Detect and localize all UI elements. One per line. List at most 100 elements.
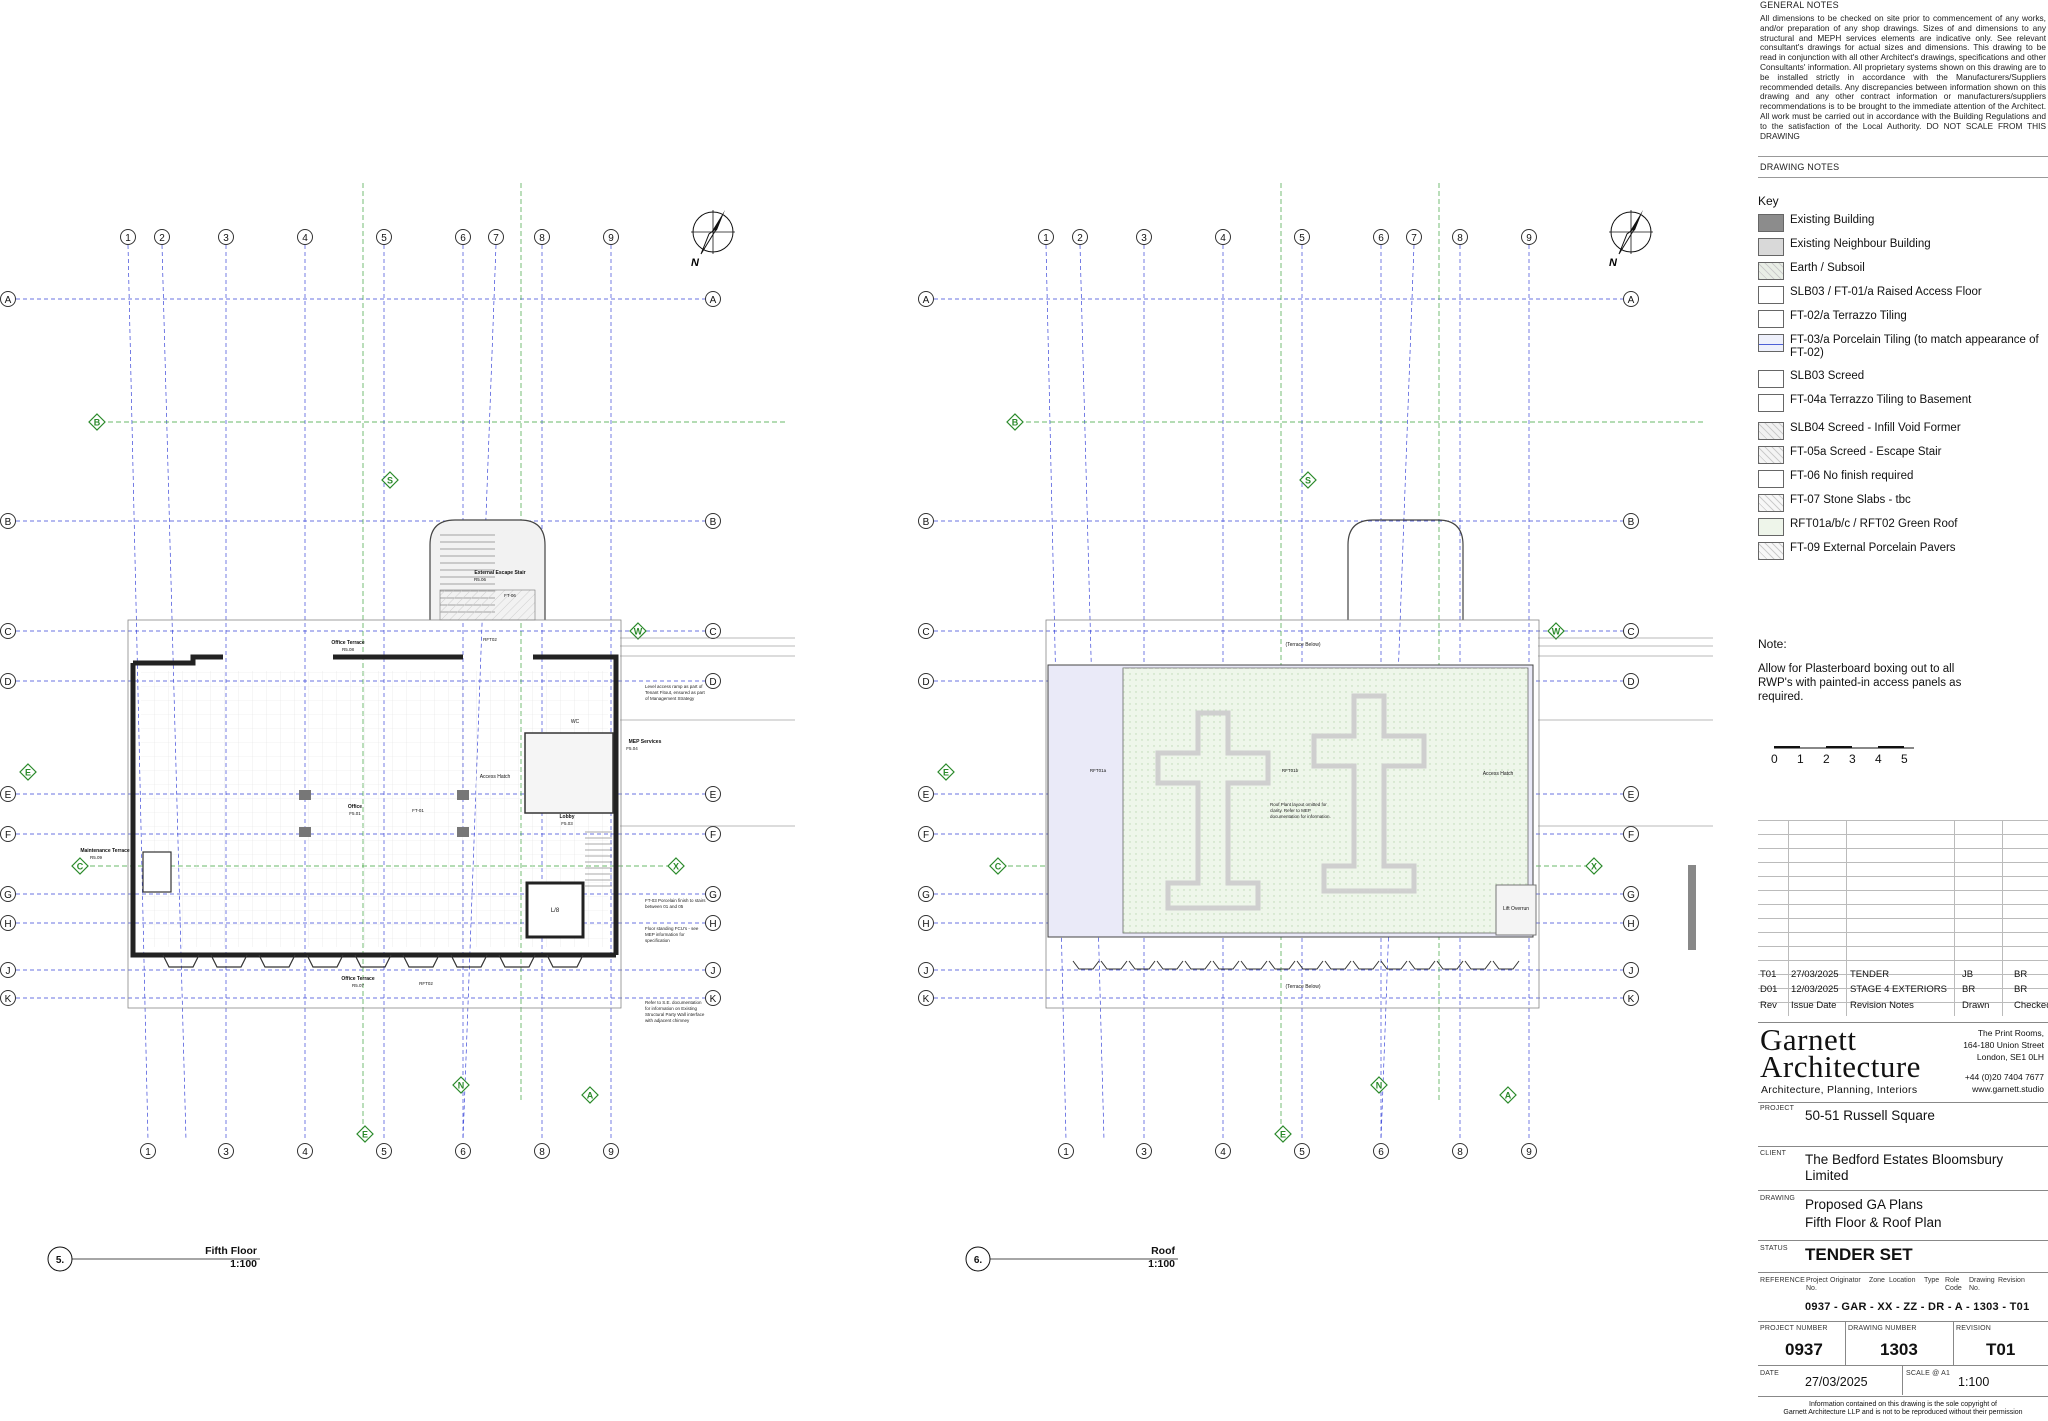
grid-bubble-label: 3	[1141, 1147, 1147, 1158]
grid-bubble-label: 9	[608, 233, 614, 244]
grid-bubble-label: J	[711, 966, 716, 977]
grid-bubble-label: E	[923, 790, 930, 801]
finish-tag: RFT01b	[1282, 768, 1299, 773]
note-body: Allow for Plasterboard boxing out to all…	[1758, 663, 1962, 703]
green-grid-marker	[1585, 857, 1603, 875]
key-swatch	[1758, 334, 1784, 352]
divider	[1758, 1321, 2048, 1322]
green-grid-marker	[1547, 622, 1565, 640]
grid-bubble-label: K	[923, 994, 930, 1005]
grid-bubble	[1521, 1143, 1537, 1159]
drawing-title-1: Proposed GA Plans	[1805, 1197, 1923, 1212]
key-label: Existing Building	[1790, 214, 1875, 226]
grid-bubble-label: H	[1627, 919, 1634, 930]
parapet-detail	[1464, 960, 1492, 970]
scale-tick: 3	[1849, 752, 1856, 766]
grid-bubble-label: 5	[381, 233, 387, 244]
grid-bubble	[1215, 229, 1231, 245]
grid-bubble-label: 5	[1299, 1147, 1305, 1158]
escape-stair-tower	[1347, 519, 1464, 620]
parapet-detail	[1324, 960, 1352, 970]
grid-bubble	[1136, 1143, 1152, 1159]
grid-bubble-label: D	[4, 677, 11, 688]
grid-bubble-label: 4	[1220, 233, 1226, 244]
grid-bubble	[603, 229, 619, 245]
ref-head: Zone	[1869, 1277, 1885, 1284]
bay-window	[402, 954, 440, 968]
revision-cell: T01	[1760, 969, 1777, 980]
revision-col-line	[1788, 820, 1789, 1016]
address-line: London, SE1 0LH	[1976, 1052, 2044, 1062]
grid-bubble-label: A	[5, 295, 12, 306]
key-label: FT-05a Screed - Escape Stair	[1790, 446, 1942, 458]
view-title: Fifth Floor	[205, 1245, 257, 1257]
grid-bubble	[918, 291, 934, 307]
project-number-value: 0937	[1785, 1340, 1823, 1359]
room-label: Office	[348, 804, 362, 810]
grid-bubble-label: H	[709, 919, 716, 930]
lift-label: L/8	[551, 908, 560, 914]
green-grid-label: W	[634, 627, 643, 637]
date-label: DATE	[1760, 1370, 1779, 1377]
finish-tag: RFT02	[419, 981, 433, 986]
room-label: Maintenance Terrace	[80, 848, 130, 854]
grid-bubble-label: 8	[539, 233, 545, 244]
revision-row-line	[1758, 960, 2048, 961]
parapet-detail	[1268, 960, 1296, 970]
grid-bubble-label: F	[1628, 830, 1634, 841]
grid-bubble	[918, 915, 934, 931]
grid-line-col	[127, 244, 149, 1141]
green-grid-label: A	[1505, 1091, 1512, 1101]
grid-bubble-label: 3	[223, 233, 229, 244]
bay-window	[546, 954, 584, 968]
parapet-detail	[1184, 960, 1212, 970]
key-swatch	[1758, 286, 1784, 304]
annotation-note: Roof Plant layout omitted for clarity. R…	[1270, 802, 1331, 819]
key-label: FT-07 Stone Slabs - tbc	[1790, 494, 1911, 506]
revision-value: T01	[1986, 1340, 2016, 1359]
revision-row-line	[1758, 862, 2048, 863]
green-grid-marker	[19, 763, 37, 781]
grid-bubble-label: K	[710, 994, 717, 1005]
drawing-label: DRAWING	[1760, 1195, 1795, 1202]
revision-col-line	[1954, 820, 1955, 1016]
grid-bubble-label: G	[4, 890, 12, 901]
annotation-note: Refer to S.E. documentation for informat…	[645, 1000, 704, 1023]
grid-bubble	[1623, 826, 1639, 842]
view-number: 5.	[56, 1255, 65, 1266]
grid-bubble	[705, 886, 721, 902]
grid-bubble	[1406, 229, 1422, 245]
grid-line-col	[161, 244, 187, 1141]
divider	[1758, 1240, 2048, 1241]
view-scale: 1:100	[1148, 1258, 1175, 1270]
grid-bubble-label: H	[922, 919, 929, 930]
grid-bubble-label: J	[1629, 966, 1634, 977]
lift-shaft	[525, 881, 585, 939]
green-grid-marker	[381, 471, 399, 489]
grid-bubble	[1623, 786, 1639, 802]
grid-bubble	[455, 1143, 471, 1159]
room-label: External Escape Stair	[474, 570, 525, 576]
divider	[1953, 1321, 1954, 1365]
stair-landing	[439, 589, 536, 621]
grid-bubble	[0, 623, 16, 639]
revision-row-line	[1758, 834, 2048, 835]
grid-bubble-label: 2	[1077, 233, 1083, 244]
revision-row-line	[1758, 1002, 2048, 1003]
key-label: FT-06 No finish required	[1790, 470, 1914, 482]
bay-window	[354, 954, 392, 968]
grid-bubble-label: 3	[223, 1147, 229, 1158]
revision-cell: TENDER	[1850, 969, 1890, 980]
green-grid-label: A	[587, 1091, 594, 1101]
grid-bubble-label: 5	[381, 1147, 387, 1158]
grid-bubble	[0, 826, 16, 842]
key-item: Existing Building	[1758, 212, 2048, 236]
north-arrow-label: N	[1609, 257, 1618, 269]
room-label: Access Hatch	[480, 774, 511, 780]
grid-bubble	[1623, 886, 1639, 902]
grid-bubble-label: 7	[1411, 233, 1417, 244]
green-grid-marker	[989, 857, 1007, 875]
room-ref: R5.06	[474, 577, 487, 582]
grid-bubble-label: 4	[302, 1147, 308, 1158]
grid-bubble-label: D	[709, 677, 716, 688]
